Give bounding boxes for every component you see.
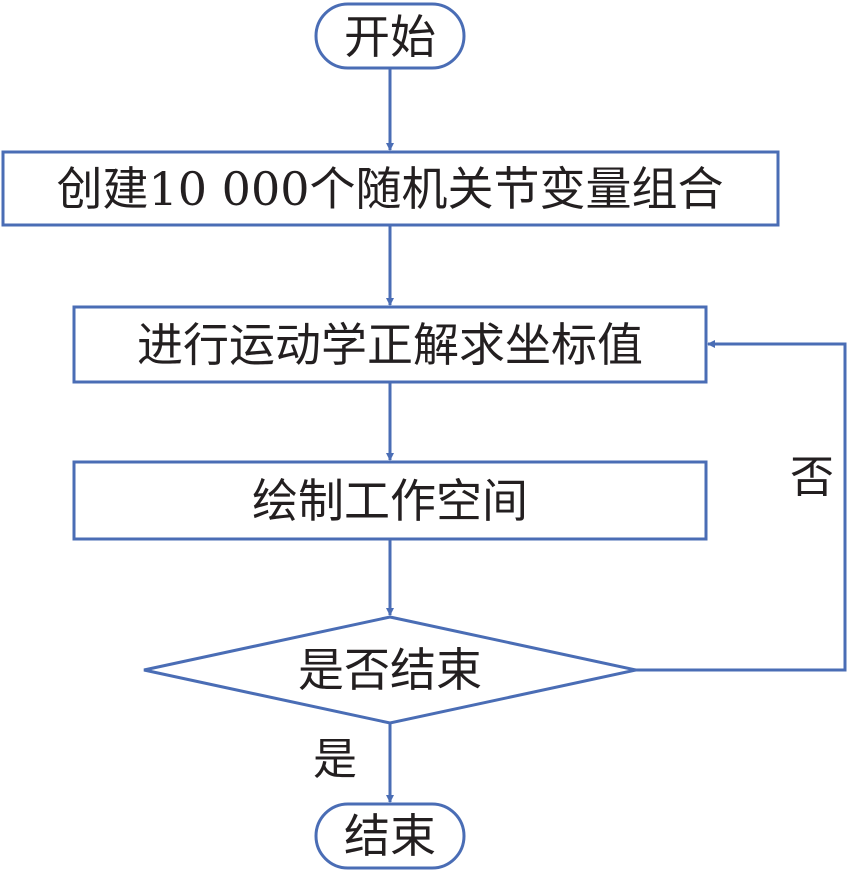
arrow-no-loop-back — [636, 340, 847, 672]
forward-process-box — [72, 305, 708, 384]
no-edge-label: 否 — [790, 452, 834, 503]
draw-label: 绘制工作空间 — [252, 474, 528, 528]
yes-edge-label: 是 — [313, 734, 357, 785]
draw-process-box — [72, 460, 708, 541]
decision-label: 是否结束 — [298, 643, 482, 697]
forward-label: 进行运动学正解求坐标值 — [137, 318, 643, 372]
create-label: 创建10 000个随机关节变量组合 — [56, 162, 724, 216]
end-label: 结束 — [344, 809, 436, 863]
start-label: 开始 — [344, 10, 436, 64]
create-process-box — [1, 150, 780, 227]
end-terminal — [314, 802, 466, 870]
